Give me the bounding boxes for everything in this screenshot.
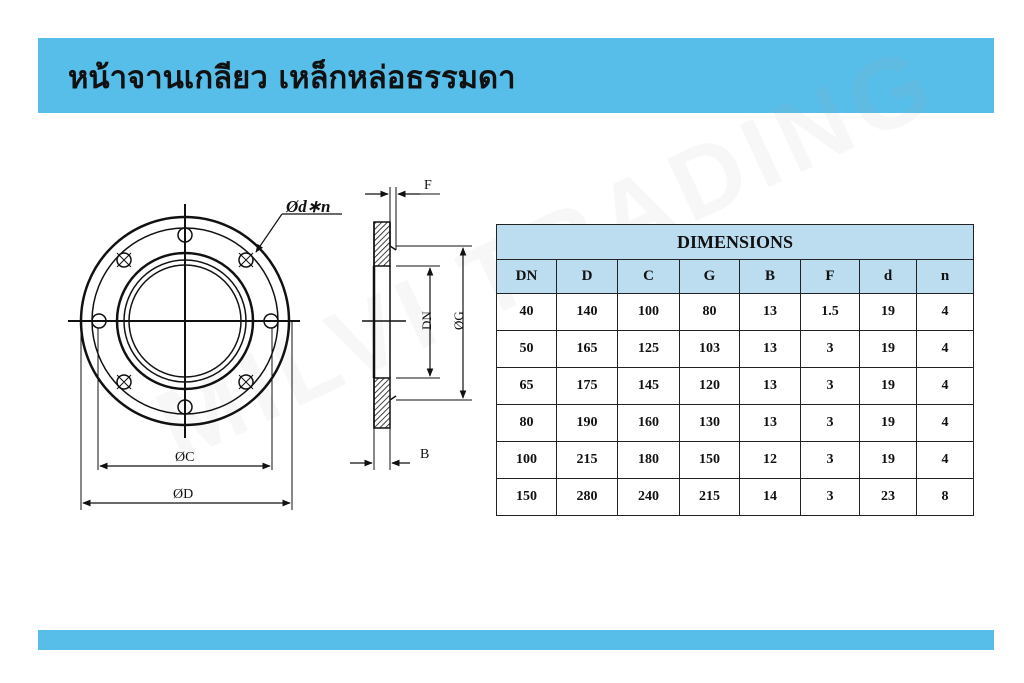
table-cell: 180 [617, 441, 680, 479]
table-cell: 3 [800, 404, 860, 442]
table-cell: 12 [739, 441, 801, 479]
table-cell: 150 [679, 441, 740, 479]
table-cell: 1.5 [800, 293, 860, 331]
table-cell: 150 [496, 478, 557, 516]
dn-dim-label: DN [419, 311, 434, 330]
table-cell: 215 [556, 441, 618, 479]
hole-label: Ød∗n [285, 197, 330, 216]
table-cell: 19 [859, 367, 917, 405]
column-header: B [739, 259, 801, 294]
table-cell: 3 [800, 441, 860, 479]
c-dim-label: ØC [175, 450, 194, 465]
page-title: หน้าจานเกลียว เหล็กหล่อธรรมดา [68, 60, 516, 96]
table-cell: 80 [679, 293, 740, 331]
column-header: G [679, 259, 740, 294]
table-cell: 4 [915, 293, 975, 331]
table-cell: 3 [800, 330, 860, 368]
table-row: 50 165 125 103 13 3 19 4 [496, 330, 975, 368]
table-cell: 23 [859, 478, 917, 516]
table-cell: 175 [556, 367, 618, 405]
table-cell: 4 [915, 441, 975, 479]
table-cell: 3 [800, 367, 860, 405]
table-cell: 190 [556, 404, 618, 442]
table-cell: 65 [496, 367, 557, 405]
table-cell: 120 [679, 367, 740, 405]
column-header: d [859, 259, 917, 294]
table-row: 150 280 240 215 14 3 23 8 [496, 478, 975, 516]
table-cell: 19 [859, 441, 917, 479]
table-cell: 145 [617, 367, 680, 405]
table-cell: 19 [859, 293, 917, 331]
table-cell: 215 [679, 478, 740, 516]
table-cell: 19 [859, 404, 917, 442]
table-row: 100 215 180 150 12 3 19 4 [496, 441, 975, 479]
column-header: C [617, 259, 680, 294]
table-cell: 13 [739, 404, 801, 442]
table-cell: 160 [617, 404, 680, 442]
column-header: DN [496, 259, 557, 294]
table-caption: DIMENSIONS [495, 224, 975, 260]
table-cell: 240 [617, 478, 680, 516]
table-cell: 8 [915, 478, 975, 516]
flange-front-view [68, 204, 342, 510]
footer-bar [38, 630, 994, 650]
table-cell: 14 [739, 478, 801, 516]
table-row: 80 190 160 130 13 3 19 4 [496, 404, 975, 442]
g-dim-label: ØG [451, 311, 466, 330]
table-cell: 50 [496, 330, 557, 368]
column-header: F [800, 259, 860, 294]
d-dim-label: ØD [173, 487, 193, 502]
f-dim-label: F [424, 178, 432, 193]
column-header: D [556, 259, 618, 294]
table-cell: 103 [679, 330, 740, 368]
table-cell: 125 [617, 330, 680, 368]
table-cell: 4 [915, 330, 975, 368]
table-cell: 13 [739, 293, 801, 331]
table-header-row: DN D C G B F d n [496, 259, 975, 294]
table-cell: 130 [679, 404, 740, 442]
table-cell: 80 [496, 404, 557, 442]
table-cell: 100 [496, 441, 557, 479]
table-cell: 3 [800, 478, 860, 516]
flange-drawing: Ød∗n ØC ØD F B DN ØG [68, 178, 472, 510]
table-cell: 40 [496, 293, 557, 331]
flange-side-view [350, 187, 472, 470]
column-header: n [915, 259, 975, 294]
table-cell: 13 [739, 367, 801, 405]
table-cell: 13 [739, 330, 801, 368]
b-dim-label: B [420, 447, 429, 462]
table-cell: 19 [859, 330, 917, 368]
table-cell: 100 [617, 293, 680, 331]
dimensions-table: DIMENSIONS DN D C G B F d n 40 140 100 8… [495, 224, 975, 516]
title-bar: หน้าจานเกลียว เหล็กหล่อธรรมดา [38, 38, 994, 113]
table-cell: 4 [915, 367, 975, 405]
table-cell: 140 [556, 293, 618, 331]
table-row: 65 175 145 120 13 3 19 4 [496, 367, 975, 405]
table-row: 40 140 100 80 13 1.5 19 4 [496, 293, 975, 331]
table-cell: 4 [915, 404, 975, 442]
table-cell: 280 [556, 478, 618, 516]
table-cell: 165 [556, 330, 618, 368]
